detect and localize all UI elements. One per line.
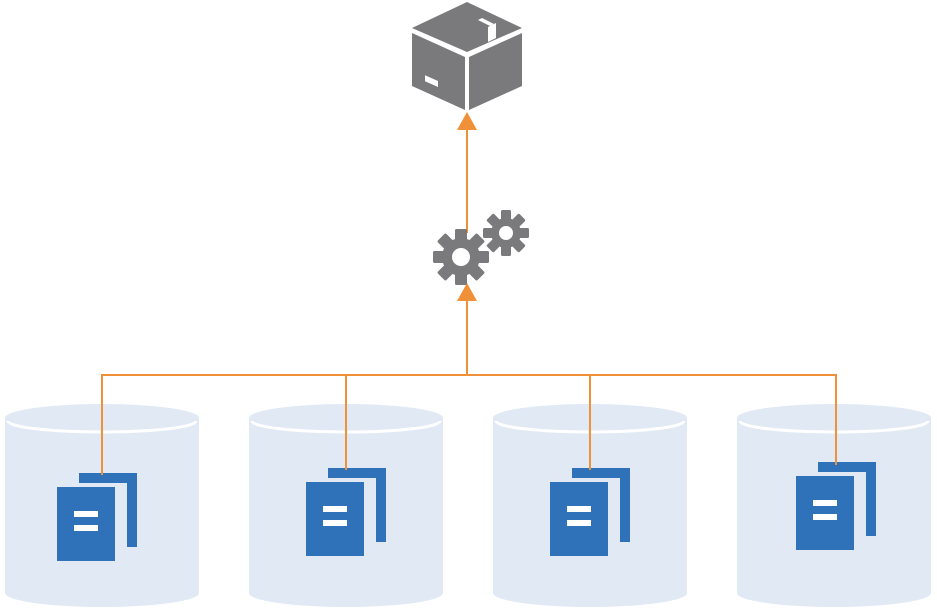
arrow-up-icon xyxy=(457,112,477,130)
database-3 xyxy=(493,404,687,607)
data-sources xyxy=(5,404,931,607)
arrowheads xyxy=(457,112,477,301)
documents-icon xyxy=(796,462,876,550)
documents-icon xyxy=(306,468,386,556)
database-1 xyxy=(5,404,199,607)
large-gear-icon xyxy=(433,229,489,285)
database-4 xyxy=(737,404,931,607)
connectors xyxy=(101,128,837,475)
source-bus-line xyxy=(101,374,837,475)
arrow-up-icon xyxy=(457,283,477,301)
database-2 xyxy=(249,404,443,607)
small-gear-icon xyxy=(483,210,529,256)
package-icon xyxy=(412,2,522,110)
documents-icon xyxy=(57,473,137,561)
gears-icon xyxy=(433,210,529,285)
documents-icon xyxy=(550,468,630,556)
